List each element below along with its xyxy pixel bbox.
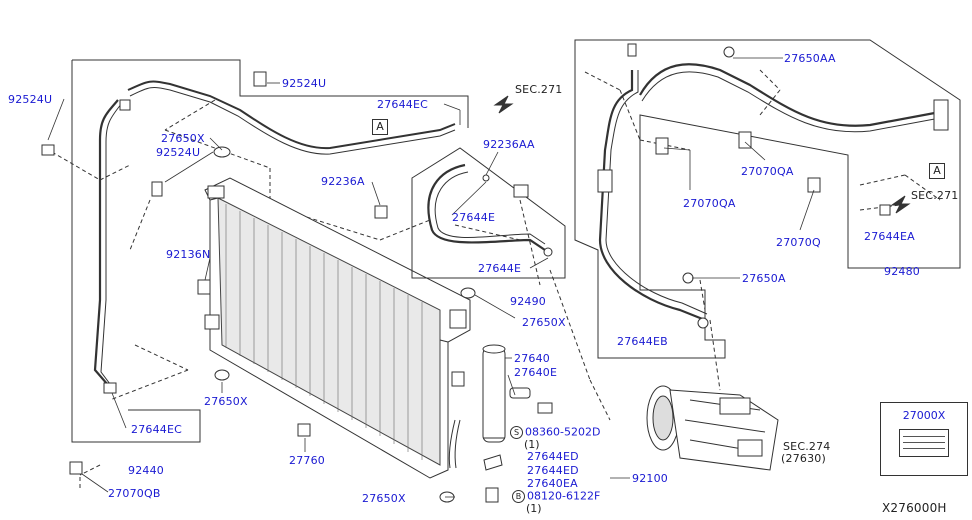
- figure-id: X276000H: [882, 501, 947, 515]
- part-label-92236A: 92236A: [321, 175, 365, 188]
- arrow-sec271: [493, 95, 514, 114]
- part-label-27640: 27640: [514, 352, 550, 365]
- part-label-27644E: 27644E: [478, 262, 522, 275]
- suction-hose-center: [427, 163, 546, 251]
- reference-box-a: A: [372, 119, 388, 135]
- part-label-27070Q: 27070Q: [776, 236, 821, 249]
- compressor: [646, 385, 779, 471]
- part-label-27070QB: 27070QB: [108, 487, 161, 500]
- part-label-92236AA: 92236AA: [483, 138, 535, 151]
- condenser: [204, 177, 471, 479]
- label-leaders: [47, 57, 815, 498]
- part-label-27644EB: 27644EB: [617, 335, 668, 348]
- part-label-27644EA: 27644EA: [864, 230, 915, 243]
- arrow-sec271-right: [890, 195, 911, 214]
- part-label-27644ED: 27644ED: [527, 450, 579, 463]
- part-label-92490: 92490: [510, 295, 546, 308]
- part-label-27000X: 27000X: [902, 409, 946, 422]
- part-label-27650AA: 27650AA: [784, 52, 836, 65]
- part-label-27650X: 27650X: [362, 492, 406, 505]
- quantity-label: (1): [526, 502, 542, 515]
- part-label-27644E: 27644E: [452, 211, 496, 224]
- label-legend-box: 27000X: [880, 402, 968, 476]
- section-ref-sec271: SEC.271: [911, 189, 959, 202]
- part-label-92136N: 92136N: [166, 248, 211, 261]
- group-outline-92480: [574, 39, 961, 359]
- section-ref-sec271: SEC.271: [515, 83, 563, 96]
- suction-pipe-right: [598, 70, 706, 322]
- part-label-08120-6122F: 08120-6122F: [527, 489, 601, 503]
- part-label-92524U: 92524U: [282, 77, 327, 90]
- section-ref-27630: (27630): [781, 452, 826, 465]
- group-outline-92440-left: [71, 60, 201, 443]
- receiver-drier: [482, 344, 553, 503]
- part-label-27650X: 27650X: [204, 395, 248, 408]
- part-label-27760: 27760: [289, 454, 325, 467]
- leader-lines-left: [51, 99, 611, 490]
- part-label-27640EA: 27640EA: [527, 477, 578, 490]
- part-label-92440: 92440: [128, 464, 164, 477]
- part-label-27650A: 27650A: [742, 272, 786, 285]
- small-parts: [41, 46, 891, 503]
- leader-lines-right: [584, 69, 941, 391]
- part-label-08360-5202D: 08360-5202D: [525, 425, 601, 439]
- part-label-92524U: 92524U: [8, 93, 53, 106]
- upper-pipe: [127, 80, 456, 150]
- discharge-hose: [93, 99, 119, 386]
- caution-label-icon: [899, 429, 949, 457]
- section-ref-sec274: SEC.274: [783, 440, 831, 453]
- group-outline-92490: [411, 147, 566, 279]
- part-label-92100: 92100: [632, 472, 668, 485]
- bolt-symbol-b: B: [512, 490, 525, 503]
- part-label-27644EC: 27644EC: [131, 423, 183, 436]
- part-label-27650X: 27650X: [161, 132, 205, 145]
- part-label-92480: 92480: [884, 265, 920, 278]
- screw-symbol-s: S: [510, 426, 523, 439]
- part-label-27644EC: 27644EC: [377, 98, 429, 111]
- quantity-label: (1): [524, 438, 540, 451]
- part-label-27070QA: 27070QA: [683, 197, 736, 210]
- part-label-92524U: 92524U: [156, 146, 201, 159]
- reference-box-a: A: [929, 163, 945, 179]
- part-label-27070QA: 27070QA: [741, 165, 794, 178]
- part-label-27644ED: 27644ED: [527, 464, 579, 477]
- group-outline-92440: [72, 59, 469, 128]
- part-label-27650X: 27650X: [522, 316, 566, 329]
- part-label-27640E: 27640E: [514, 366, 558, 379]
